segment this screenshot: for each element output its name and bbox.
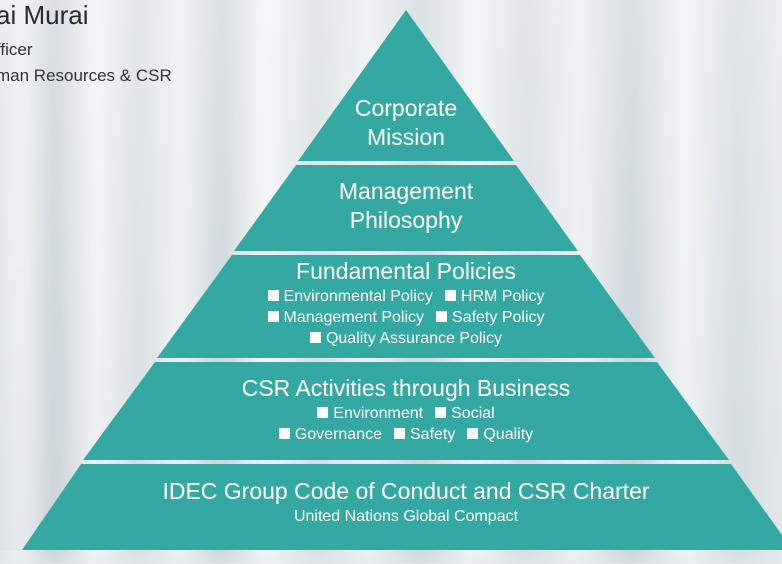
policy-label: Quality Assurance Policy (325, 330, 503, 347)
activity-item: Safety (394, 424, 455, 445)
policy-row: Environmental Policy HRM Policy (206, 286, 606, 307)
bullet-square-icon (267, 311, 279, 322)
policy-label: HRM Policy (460, 288, 545, 305)
activity-label: Safety (410, 426, 456, 443)
activity-item: Social (435, 403, 495, 424)
pyramid-layer-corporate-mission: Corporate Mission (306, 94, 506, 152)
bullet-square-icon (467, 428, 479, 439)
speaker-name: ai Murai (0, 0, 89, 30)
pyramid-layer-code-of-conduct: IDEC Group Code of Conduct and CSR Chart… (96, 477, 716, 528)
pyramid-layer-fundamental-policies-shape (157, 255, 655, 358)
bullet-square-icon (278, 428, 290, 439)
policy-label: Environmental Policy (283, 288, 433, 305)
policy-row: Quality Assurance Policy (206, 328, 606, 349)
pyramid-diagram (22, 10, 782, 550)
policy-item: Quality Assurance Policy (309, 328, 503, 349)
activity-row: Governance Safety Quality (156, 424, 656, 445)
policy-item: HRM Policy (444, 286, 545, 307)
pyramid-layer-code-of-conduct-shape (22, 464, 782, 550)
layer-title-line: Corporate (354, 95, 458, 121)
activity-label: Environment (333, 405, 424, 422)
speaker-title-line1: fficer (0, 40, 33, 59)
bullet-square-icon (444, 290, 456, 301)
activity-label: Governance (294, 426, 382, 443)
layer-title: IDEC Group Code of Conduct and CSR Chart… (162, 478, 650, 504)
layer-title: Fundamental Policies (296, 258, 516, 284)
pyramid-layer-management-philosophy-shape (234, 165, 578, 251)
pyramid-layer-management-philosophy: Management Philosophy (280, 177, 532, 235)
activity-label: Quality (483, 426, 534, 443)
layer-title-line: Philosophy (349, 207, 463, 233)
policy-label: Safety Policy (452, 309, 545, 326)
layer-title-line: Mission (367, 124, 445, 150)
activity-label: Social (451, 405, 495, 422)
pyramid-layer-fundamental-policies: Fundamental Policies Environmental Polic… (206, 257, 606, 349)
layer-title: CSR Activities through Business (241, 375, 571, 401)
activity-item: Environment (317, 403, 423, 424)
layer-subtitle: United Nations Global Compact (293, 508, 519, 525)
policy-item: Safety Policy (436, 307, 545, 328)
policy-item: Environmental Policy (267, 286, 433, 307)
bullet-square-icon (435, 407, 447, 418)
policy-label: Management Policy (283, 309, 425, 326)
policy-item: Management Policy (267, 307, 425, 328)
activity-row: Environment Social (156, 403, 656, 424)
bullet-square-icon (394, 428, 405, 439)
speaker-title-line2: man Resources & CSR (0, 66, 172, 85)
bullet-square-icon (436, 311, 448, 322)
activity-item: Governance (278, 424, 382, 445)
bullet-square-icon (309, 332, 321, 343)
pyramid-layer-csr-activities: CSR Activities through Business Environm… (156, 374, 656, 445)
activity-item: Quality (467, 424, 533, 445)
pyramid-layer-corporate-mission-shape (298, 10, 514, 161)
pyramid-layer-csr-activities-shape (83, 362, 729, 460)
bullet-square-icon (317, 407, 329, 418)
bullet-square-icon (267, 290, 279, 301)
layer-title-line: Management (338, 178, 474, 204)
policy-row: Management Policy Safety Policy (206, 307, 606, 328)
